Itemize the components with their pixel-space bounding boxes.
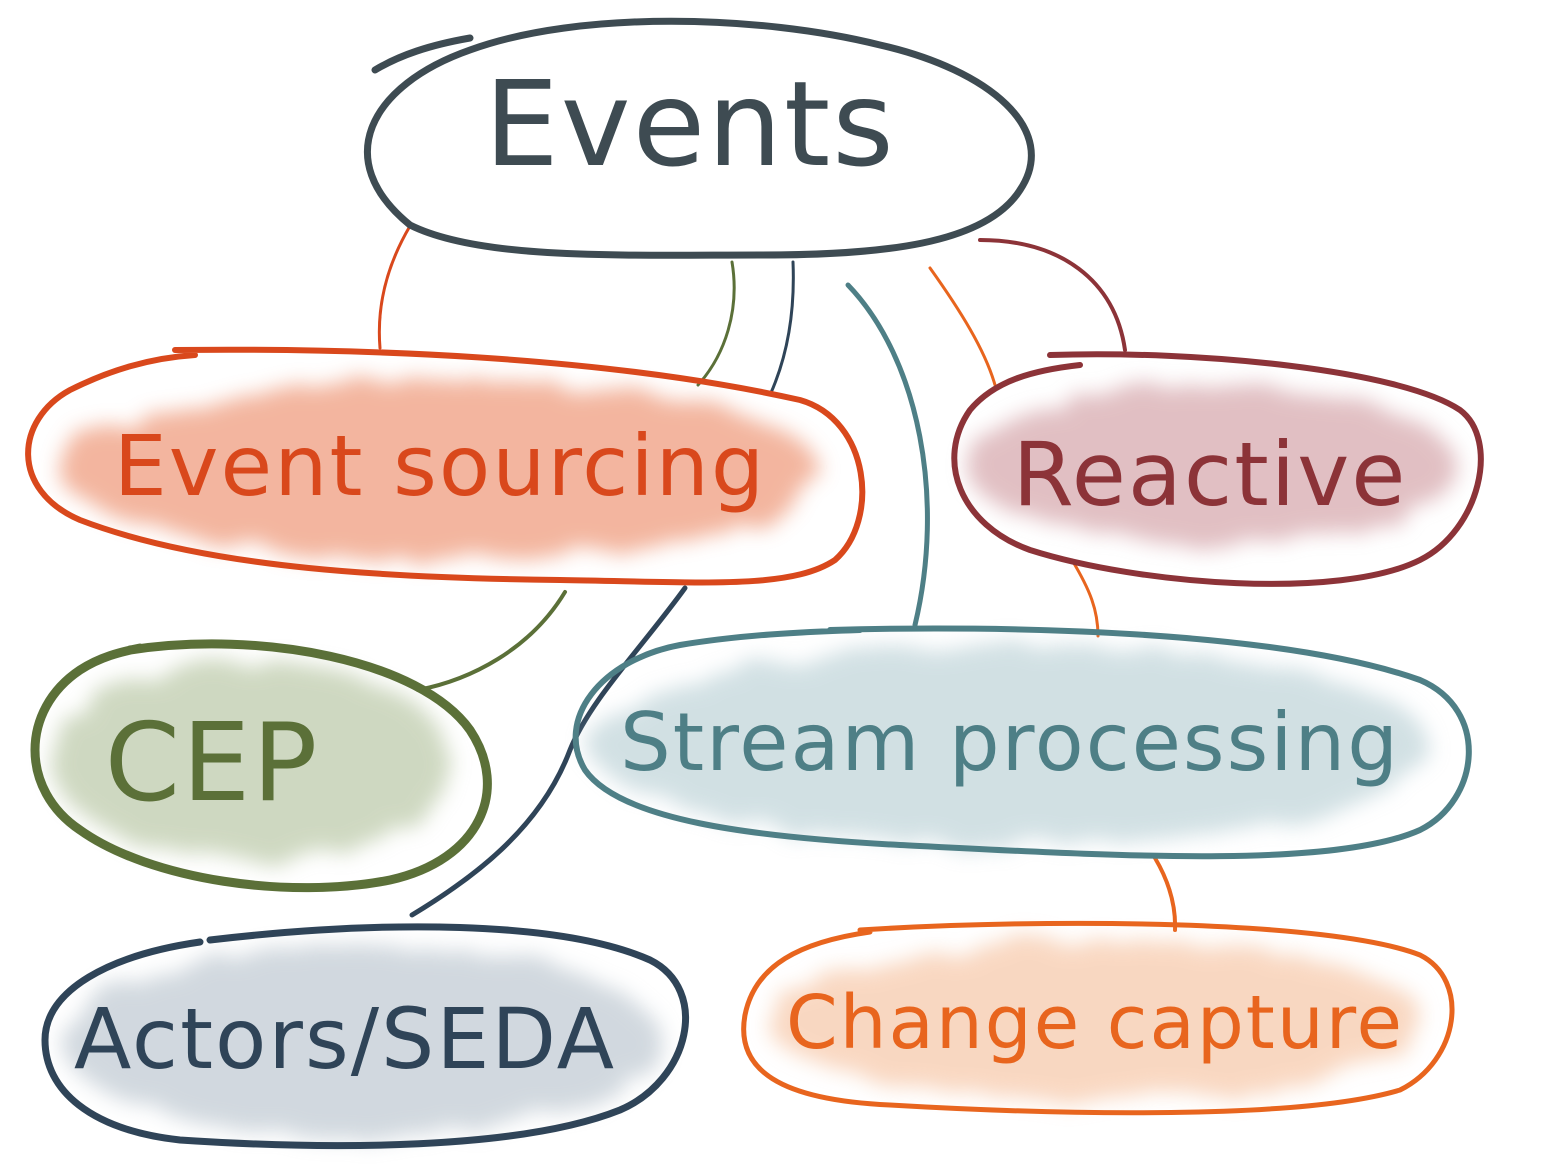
connector-events-stream-processing <box>845 282 930 628</box>
wash-cep <box>50 660 450 860</box>
label-reactive: Reactive <box>1013 423 1408 526</box>
outline-stream-processing <box>572 625 1472 860</box>
wash-stream-processing <box>590 645 1430 845</box>
outline-change-capture <box>741 920 1455 1116</box>
label-actors-seda: Actors/SEDA <box>74 990 616 1088</box>
wash-reactive <box>965 385 1455 545</box>
connector-events-reactive <box>978 238 1127 352</box>
outline-reactive <box>951 351 1484 587</box>
label-stream-processing: Stream processing <box>620 696 1400 789</box>
connector-events-navy <box>768 260 795 397</box>
outline-event-sourcing <box>25 346 866 586</box>
connector-event-sourcing-cep <box>416 590 567 692</box>
wash-change-capture <box>765 940 1425 1100</box>
outline-events <box>364 17 1035 259</box>
label-change-capture: Change capture <box>786 980 1404 1066</box>
watercolor-washes <box>50 380 1455 1135</box>
connector-events-event-sourcing <box>377 224 412 350</box>
connector-events-green <box>696 260 736 387</box>
outline-actors-seda <box>41 923 689 1150</box>
connector-stream-processing-change-capture <box>1153 856 1178 932</box>
wash-event-sourcing <box>60 380 820 560</box>
connector-events-change-capture <box>928 266 997 387</box>
label-events: Events <box>484 55 896 193</box>
connector-reactive-stream-processing <box>1070 558 1100 638</box>
label-cep: CEP <box>105 701 320 826</box>
node-outlines <box>25 17 1484 1150</box>
connectors <box>377 224 1178 932</box>
connector-event-sourcing-actors <box>409 585 688 918</box>
node-labels: Events Event sourcing Reactive CEP Strea… <box>74 55 1408 1088</box>
wash-actors-seda <box>60 945 660 1135</box>
outline-cep <box>30 639 492 893</box>
label-event-sourcing: Event sourcing <box>114 417 767 515</box>
